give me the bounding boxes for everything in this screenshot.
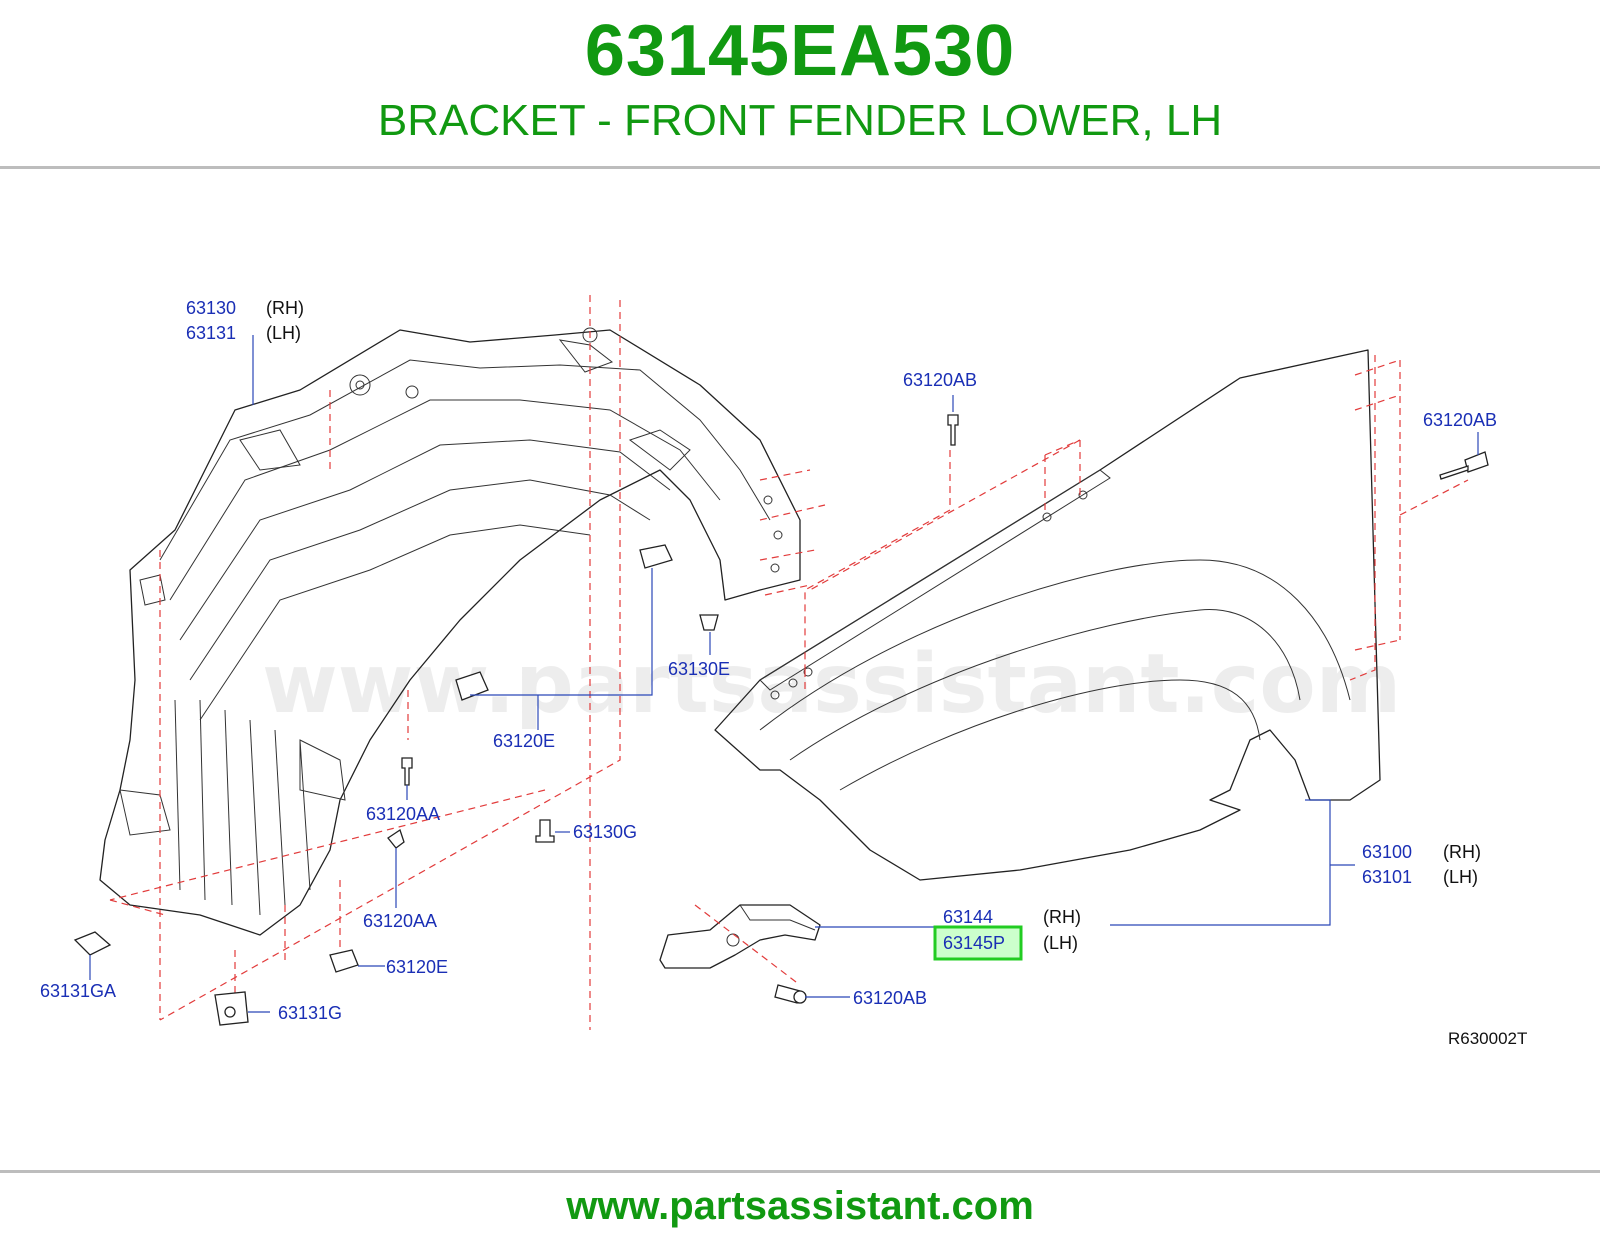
callout-63120ab-right[interactable]: 63120AB bbox=[1423, 410, 1497, 430]
page-header: 63145EA530 BRACKET - FRONT FENDER LOWER,… bbox=[0, 0, 1600, 168]
fender-liner-drawing bbox=[99, 327, 801, 936]
fender-bracket-drawing bbox=[659, 904, 821, 969]
watermark: www.partsassistant.com bbox=[262, 637, 1401, 732]
callout-63120e-low[interactable]: 63120E bbox=[386, 957, 448, 977]
callout-63131g[interactable]: 63131G bbox=[278, 1003, 342, 1023]
leader-lines bbox=[89, 335, 1479, 1013]
highlight-box bbox=[933, 925, 1023, 961]
callout-63131[interactable]: 63131 bbox=[186, 323, 236, 343]
front-fender-drawing bbox=[714, 349, 1381, 881]
callout-63120ab-top[interactable]: 63120AB bbox=[903, 370, 977, 390]
footer-site-link[interactable]: www.partsassistant.com bbox=[566, 1184, 1034, 1228]
callout-63144-side: (RH) bbox=[1043, 907, 1081, 927]
assembly-dash-lines bbox=[109, 295, 1469, 1030]
callout-63101-side: (LH) bbox=[1443, 867, 1478, 887]
footer-divider bbox=[0, 1170, 1600, 1173]
callout-63145p[interactable]: 63145P bbox=[943, 933, 1005, 953]
callout-63131-side: (LH) bbox=[266, 323, 301, 343]
callout-63100[interactable]: 63100 bbox=[1362, 842, 1412, 862]
callout-63131ga[interactable]: 63131GA bbox=[40, 981, 116, 1001]
callout-63120aa-upper[interactable]: 63120AA bbox=[366, 804, 440, 824]
callout-63145p-side: (LH) bbox=[1043, 933, 1078, 953]
header-divider bbox=[0, 166, 1600, 169]
callout-63101[interactable]: 63101 bbox=[1362, 867, 1412, 887]
callout-63130g[interactable]: 63130G bbox=[573, 822, 637, 842]
callout-63100-side: (RH) bbox=[1443, 842, 1481, 862]
part-number-title: 63145EA530 bbox=[584, 11, 1016, 91]
callout-63120ab-bottom[interactable]: 63120AB bbox=[853, 988, 927, 1008]
callout-63130-side: (RH) bbox=[266, 298, 304, 318]
callout-63120aa-lower[interactable]: 63120AA bbox=[363, 911, 437, 931]
callout-labels: 63130 (RH) 63131 (LH) 63120AB 63120AB 63… bbox=[40, 298, 1527, 1048]
callout-63144[interactable]: 63144 bbox=[943, 907, 993, 927]
fasteners bbox=[73, 414, 1489, 1026]
callout-63130e[interactable]: 63130E bbox=[668, 659, 730, 679]
callout-63120e-mid[interactable]: 63120E bbox=[493, 731, 555, 751]
callout-63130[interactable]: 63130 bbox=[186, 298, 236, 318]
part-name-subtitle: BRACKET - FRONT FENDER LOWER, LH bbox=[377, 96, 1223, 145]
reference-code: R630002T bbox=[1448, 1029, 1527, 1048]
